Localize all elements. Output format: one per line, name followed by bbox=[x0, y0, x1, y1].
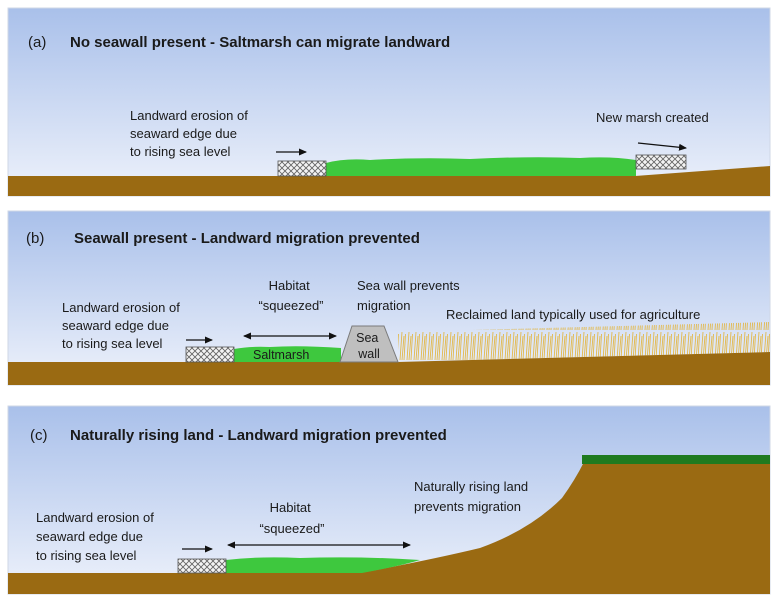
panel-b-saltmarsh-label: Saltmarsh bbox=[253, 348, 309, 362]
panel-a-saltmarsh bbox=[326, 157, 636, 176]
panel-b-seawall-label: Sea wall bbox=[356, 331, 382, 361]
panel-a-title: No seawall present - Saltmarsh can migra… bbox=[70, 34, 450, 51]
panel-b-eroding-edge-icon bbox=[185, 346, 235, 363]
panel-a-eroding-edge-icon bbox=[277, 160, 327, 177]
panel-b-seawall-note: Sea wall prevents migration bbox=[357, 278, 463, 313]
panel-b-title: Seawall present - Landward migration pre… bbox=[74, 230, 420, 247]
panel-a-label: (a) bbox=[28, 34, 46, 51]
panel-a-new-marsh-note: New marsh created bbox=[596, 110, 709, 125]
panel-a: (a) No seawall present - Saltmarsh can m… bbox=[7, 7, 771, 197]
panel-a-new-marsh-arrow bbox=[637, 142, 687, 151]
panel-c-habitat-note: Habitat “squeezed” bbox=[259, 500, 324, 536]
panel-b-erosion-note: Landward erosion of seaward edge due to … bbox=[62, 300, 183, 351]
panel-b: (b) Seawall present - Landward migration… bbox=[7, 210, 771, 386]
panel-a-erosion-note: Landward erosion of seaward edge due to … bbox=[130, 108, 251, 159]
panel-a-soil bbox=[8, 166, 770, 196]
panel-b-crops bbox=[398, 322, 770, 362]
panel-c-saltmarsh bbox=[226, 557, 420, 573]
panel-c-rising-note: Naturally rising land prevents migration bbox=[414, 479, 532, 514]
panel-c-erosion-note: Landward erosion of seaward edge due to … bbox=[36, 510, 157, 563]
panel-b-label: (b) bbox=[26, 230, 44, 247]
panel-b-reclaimed-note: Reclaimed land typically used for agricu… bbox=[446, 307, 700, 322]
panel-b-habitat-note: Habitat “squeezed” bbox=[258, 278, 323, 313]
panel-c: (c) Naturally rising land - Landward mig… bbox=[7, 405, 771, 595]
panel-c-eroding-edge-icon bbox=[177, 558, 227, 574]
panel-c-label: (c) bbox=[30, 427, 48, 444]
panel-b-soil bbox=[8, 352, 770, 385]
panel-b-saltmarsh bbox=[234, 346, 341, 362]
panel-a-new-marsh-icon bbox=[635, 154, 687, 170]
panel-c-title: Naturally rising land - Landward migrati… bbox=[70, 427, 447, 444]
panel-c-upland-grass bbox=[582, 455, 770, 464]
panel-c-soil bbox=[8, 462, 770, 594]
panel-b-seawall bbox=[339, 325, 399, 363]
